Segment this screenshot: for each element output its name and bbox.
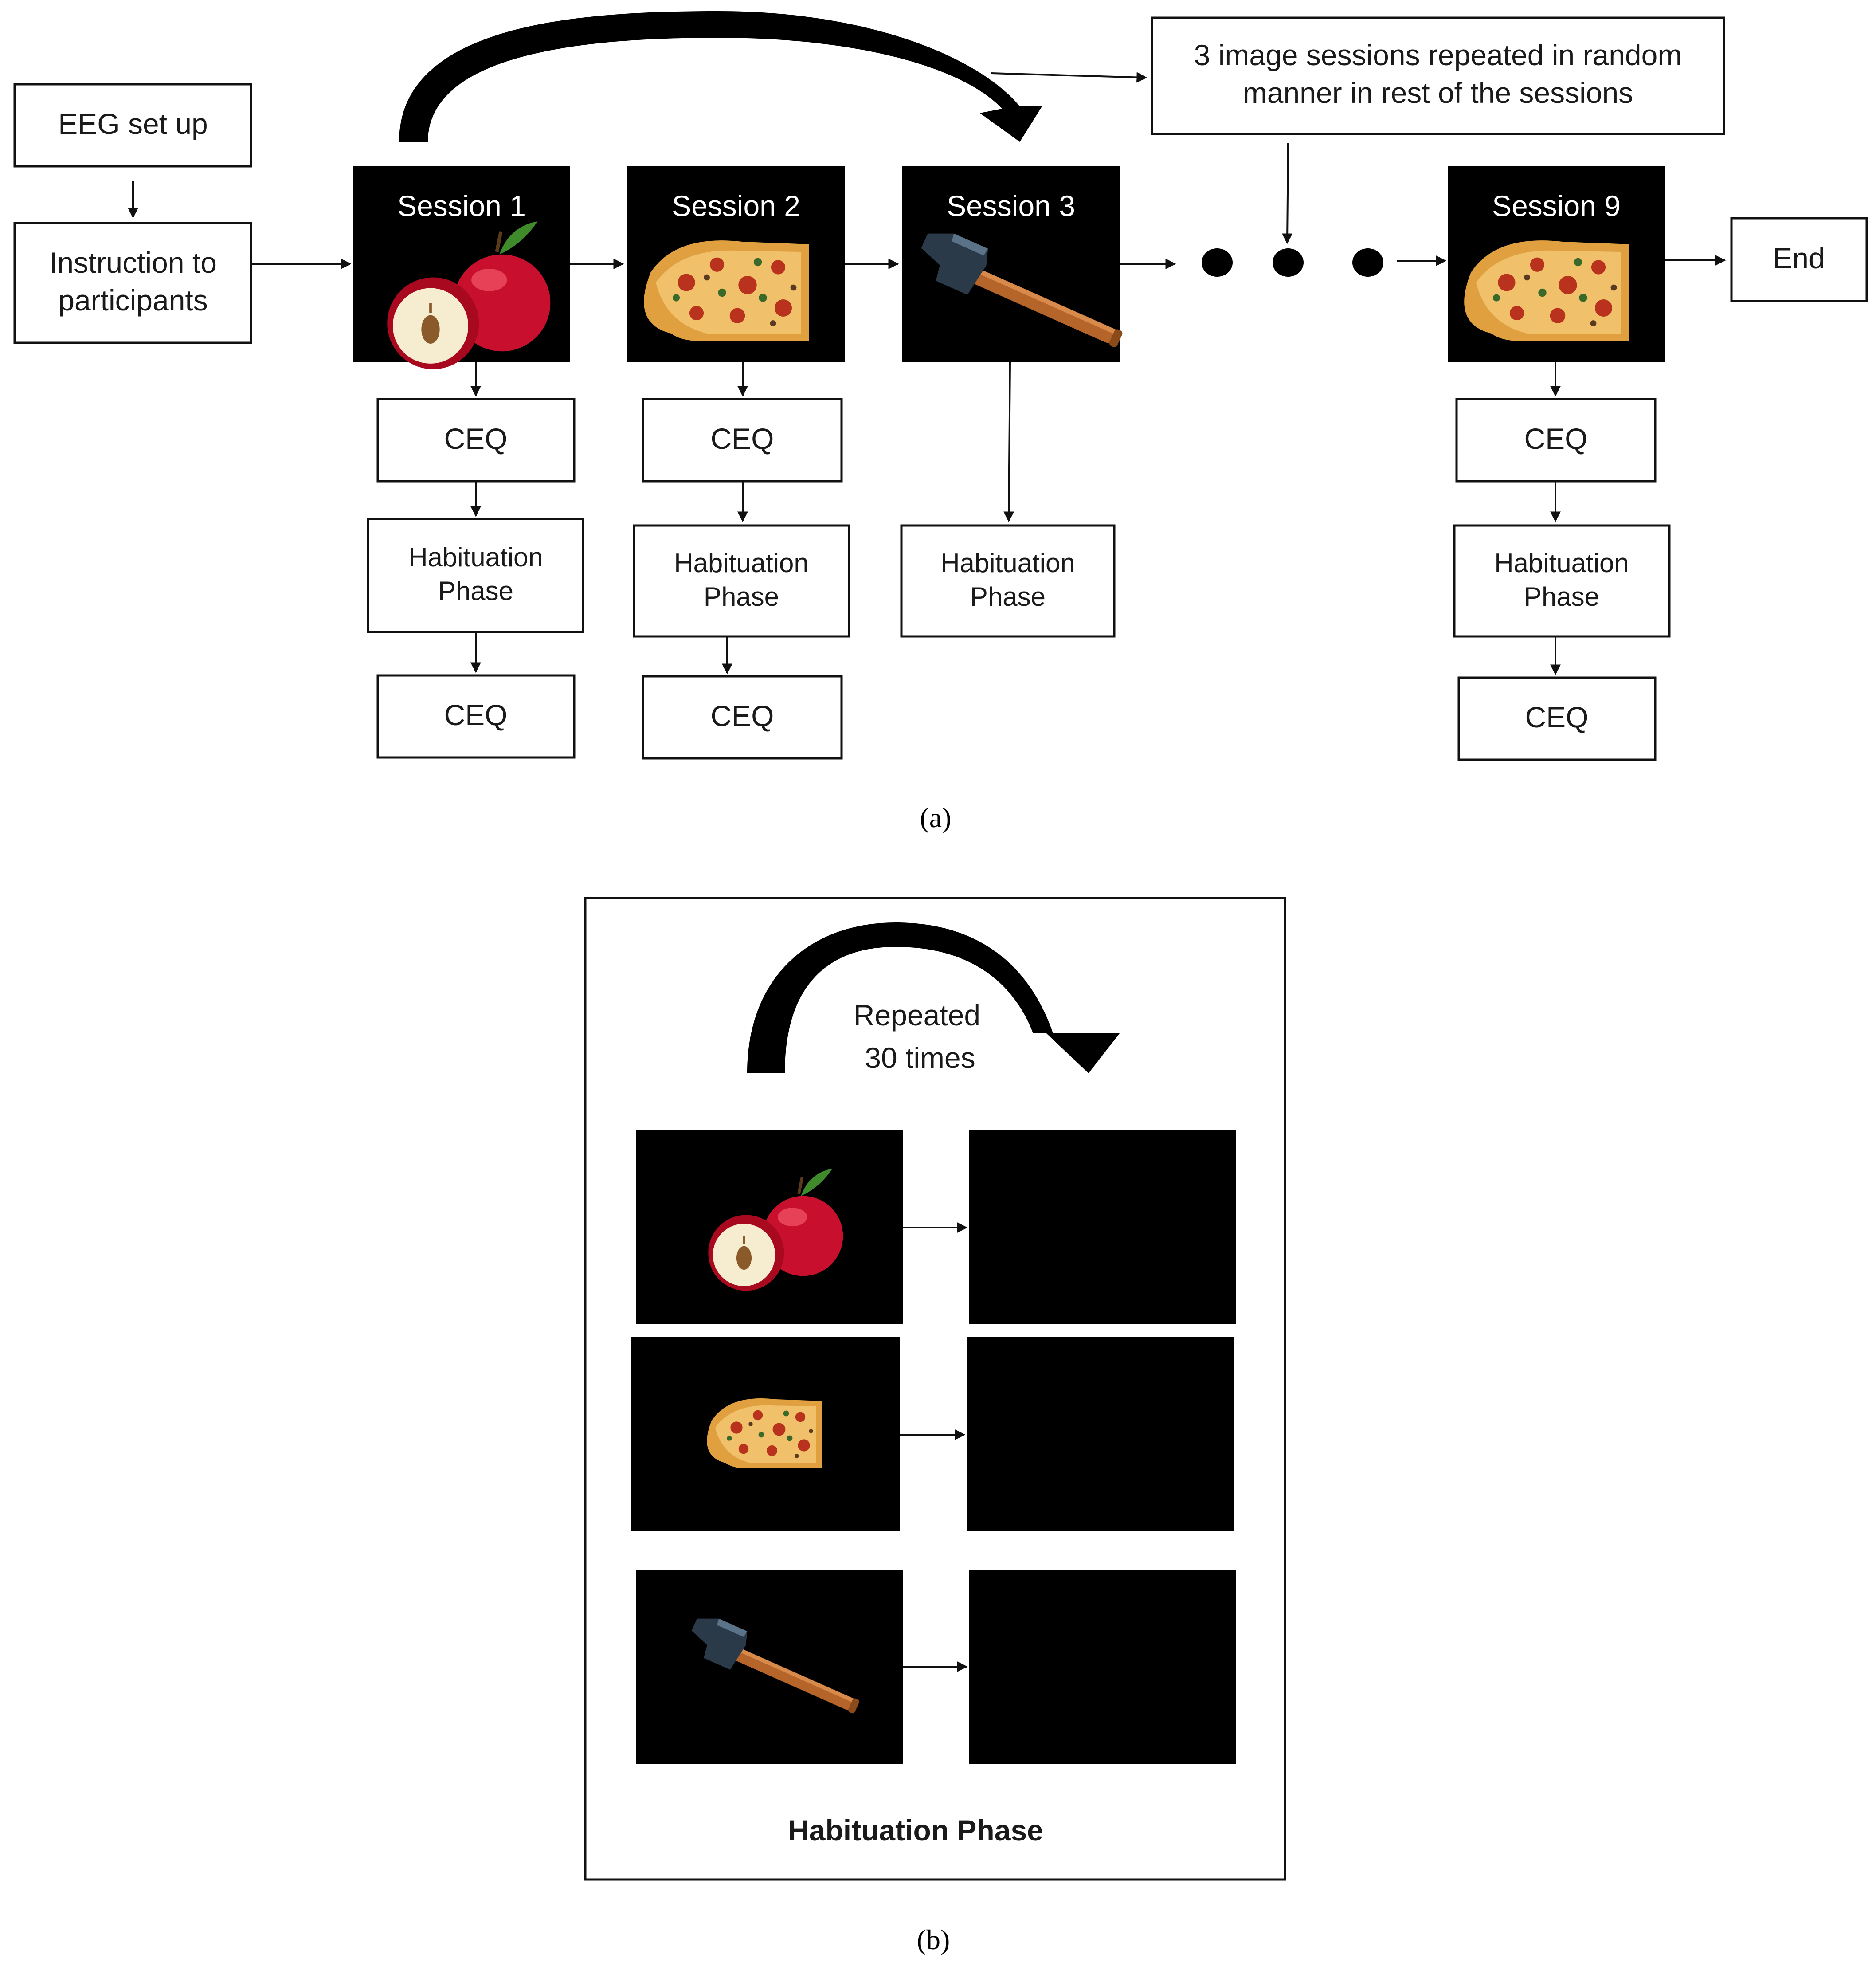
ceq-label: CEQ xyxy=(1525,701,1588,734)
note-line1: 3 image sessions repeated in random xyxy=(1194,39,1682,71)
habituation-label-line2: Phase xyxy=(1524,582,1599,612)
session-2-tile: Session 2 xyxy=(627,166,845,362)
habituation-label-line2: Phase xyxy=(438,576,513,606)
blank-screen-tile xyxy=(969,1570,1236,1764)
end-box xyxy=(1730,217,1868,302)
stimulus-tile-pizza xyxy=(631,1337,900,1531)
ceq-label: CEQ xyxy=(444,422,507,455)
pizza-image xyxy=(644,240,809,341)
eeg-setup-label: EEG set up xyxy=(58,107,208,140)
instruction-label-line1: Instruction to xyxy=(49,246,217,279)
habituation-phase-box xyxy=(633,524,850,638)
habituation-label-line2: Phase xyxy=(970,582,1046,612)
end-label: End xyxy=(1773,242,1825,275)
ellipsis-dot xyxy=(1202,248,1233,277)
session-1-tile: Session 1 xyxy=(353,166,570,369)
repeat-curved-arrow xyxy=(399,11,1042,142)
eeg-setup-box xyxy=(13,83,252,168)
instruction-label-line2: participants xyxy=(58,284,208,317)
instruction-box xyxy=(13,222,252,344)
ceq-label: CEQ xyxy=(444,698,507,731)
habituation-phase-box xyxy=(1453,524,1671,638)
arrow-to-note xyxy=(991,72,1148,83)
repeated-label-line1: Repeated xyxy=(854,999,980,1032)
ceq-label: CEQ xyxy=(710,422,774,455)
note-line2: manner in rest of the sessions xyxy=(1243,76,1633,109)
repeat-curved-arrow xyxy=(747,922,1120,1073)
ceq-label: CEQ xyxy=(710,699,774,732)
habituation-label-line1: Habituation xyxy=(674,548,809,578)
blank-screen-tile xyxy=(969,1130,1236,1324)
session-2-title: Session 2 xyxy=(672,189,800,222)
session-3-tile: Session 3 xyxy=(902,166,1124,362)
habituation-label-line1: Habituation xyxy=(940,548,1075,578)
stimulus-tile-apple xyxy=(636,1130,903,1324)
ceq-box xyxy=(1457,676,1657,761)
blank-screen-tile xyxy=(967,1337,1234,1531)
habituation-label-line1: Habituation xyxy=(1494,548,1629,578)
note-box xyxy=(1151,16,1725,135)
habituation-phase-box xyxy=(367,518,584,633)
habituation-label-line2: Phase xyxy=(704,582,779,612)
habituation-phase-box xyxy=(900,524,1116,638)
ellipsis-dot xyxy=(1273,248,1304,277)
habituation-phase-title: Habituation Phase xyxy=(788,1814,1043,1847)
repeated-label-line2: 30 times xyxy=(865,1041,975,1074)
ceq-box xyxy=(642,675,843,760)
arrow-note-to-ellipsis xyxy=(1282,142,1293,244)
pizza-image xyxy=(707,1398,822,1468)
ceq-label: CEQ xyxy=(1524,422,1587,455)
caption-a: (a) xyxy=(920,802,951,833)
caption-b: (b) xyxy=(917,1924,950,1955)
ceq-box xyxy=(376,674,576,759)
ellipsis-dot xyxy=(1352,248,1383,277)
arrow-s3-to-habituation xyxy=(1003,362,1014,522)
stimulus-tile-hammer xyxy=(636,1570,903,1764)
session-9-tile: Session 9 xyxy=(1448,166,1665,362)
pizza-image xyxy=(1464,240,1629,341)
ceq-box xyxy=(376,398,576,483)
session-3-title: Session 3 xyxy=(947,189,1075,222)
session-9-title: Session 9 xyxy=(1492,189,1621,222)
session-1-title: Session 1 xyxy=(397,189,526,222)
habituation-label-line1: Habituation xyxy=(408,542,543,572)
